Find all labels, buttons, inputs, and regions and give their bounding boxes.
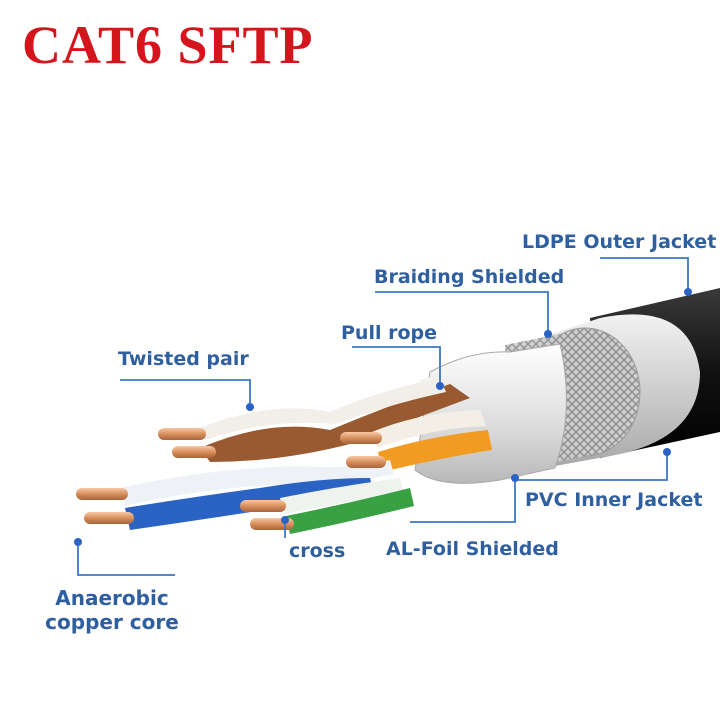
diagram-title: CAT6 SFTP	[22, 18, 314, 72]
label-ldpe-outer-jacket: LDPE Outer Jacket	[522, 231, 716, 253]
label-cross: cross	[289, 540, 345, 562]
label-twisted-pair: Twisted pair	[118, 348, 249, 370]
label-pvc-inner-jacket: PVC Inner Jacket	[525, 489, 702, 511]
label-anaerobic-copper-core: Anaerobic copper core	[42, 587, 182, 634]
label-braiding-shielded: Braiding Shielded	[374, 266, 564, 288]
al-foil-shield-shape	[415, 344, 566, 483]
label-pull-rope: Pull rope	[341, 322, 437, 344]
label-al-foil-shielded: AL-Foil Shielded	[386, 538, 559, 560]
